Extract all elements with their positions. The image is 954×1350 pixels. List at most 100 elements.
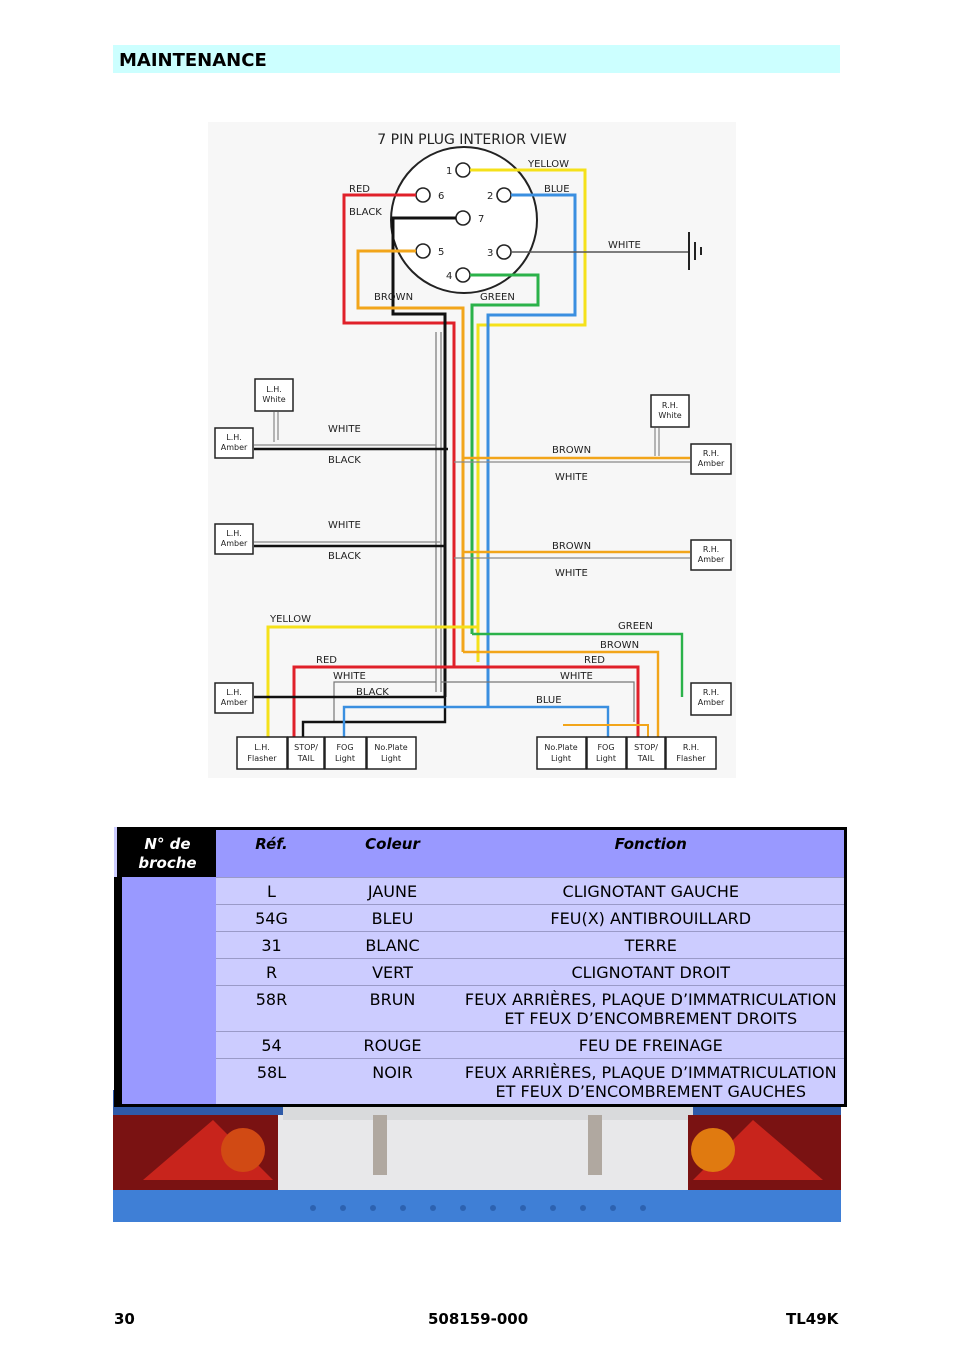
white-right-label: WHITE — [560, 671, 593, 682]
box-text: TAIL — [637, 754, 655, 763]
color-cell: JAUNE — [327, 877, 458, 905]
pin-num-2: 2 — [487, 191, 493, 202]
box-fog-r — [586, 736, 627, 770]
blue-label: BLUE — [536, 695, 562, 706]
color-cell: VERT — [327, 958, 458, 986]
box-text: L.H. — [266, 385, 281, 394]
lh-black-label-1: BLACK — [328, 455, 361, 466]
page-number: 30 — [114, 1310, 135, 1328]
function-cell: TERRE — [457, 931, 846, 959]
box-text: Amber — [698, 555, 725, 564]
box-text: No.Plate — [374, 743, 407, 752]
pin-6 — [415, 187, 431, 203]
pin-cell — [114, 904, 216, 932]
box-rh-flasher — [665, 736, 717, 770]
red-right-label: RED — [584, 655, 605, 666]
header-pin: N° de broche — [118, 828, 216, 878]
box-text: R.H. — [662, 401, 678, 410]
color-cell: NOIR — [327, 1058, 458, 1106]
lh-black-label-2: BLACK — [328, 551, 361, 562]
label-black: BLACK — [349, 207, 382, 218]
box-text: Amber — [698, 698, 725, 707]
box-text: L.H. — [254, 743, 269, 752]
box-text: Light — [551, 754, 571, 763]
pin-7 — [455, 210, 471, 226]
box-text: TAIL — [297, 754, 315, 763]
table-row: 54 ROUGE FEU DE FREINAGE — [114, 1031, 846, 1059]
box-text: White — [658, 411, 681, 420]
pin-num-5: 5 — [438, 247, 444, 258]
pin-num-4: 4 — [446, 271, 452, 282]
box-rh-white — [650, 394, 690, 428]
rh-brown-label-1: BROWN — [552, 445, 591, 456]
wiring-diagram: 7 PIN PLUG INTERIOR VIEW 1 2 3 4 5 6 7 Y… — [208, 122, 736, 778]
table-row: 54G BLEU FEU(X) ANTIBROUILLARD — [114, 904, 846, 932]
box-stop-tail-l — [287, 736, 325, 770]
box-text: L.H. — [226, 529, 241, 538]
doc-number: 508159-000 — [428, 1310, 529, 1328]
box-text: L.H. — [226, 433, 241, 442]
box-text: Amber — [221, 539, 248, 548]
function-cell: FEU(X) ANTIBROUILLARD — [457, 904, 846, 932]
box-text: FOG — [336, 743, 353, 752]
label-brown: BROWN — [374, 292, 413, 303]
box-stop-tail-r — [626, 736, 666, 770]
box-text: Light — [381, 754, 401, 763]
ref-cell: L — [215, 877, 328, 905]
yellow-wire — [470, 168, 587, 662]
label-yellow: YELLOW — [527, 159, 569, 170]
pin-cell — [114, 1058, 216, 1106]
diagram-title: 7 PIN PLUG INTERIOR VIEW — [377, 132, 567, 148]
box-text: Amber — [221, 698, 248, 707]
pin-5 — [415, 243, 431, 259]
red-left-label: RED — [316, 655, 337, 666]
header-ref: Réf. — [215, 828, 328, 878]
box-text: Light — [335, 754, 355, 763]
box-text: R.H. — [703, 449, 719, 458]
section-header-bar: MAINTENANCE — [113, 45, 840, 73]
green-label: GREEN — [618, 621, 653, 632]
ref-cell: 54G — [215, 904, 328, 932]
white-left-label: WHITE — [333, 671, 366, 682]
pin-num-3: 3 — [487, 248, 493, 259]
black-wire — [391, 216, 456, 697]
pin-num-1: 1 — [446, 166, 452, 177]
pin-cell — [114, 877, 216, 905]
wiring-diagram-svg: 7 PIN PLUG INTERIOR VIEW 1 2 3 4 5 6 7 Y… — [208, 122, 736, 778]
pin-cell — [114, 931, 216, 959]
label-green: GREEN — [480, 292, 515, 303]
box-plate-l — [366, 736, 417, 770]
function-cell: CLIGNOTANT GAUCHE — [457, 877, 846, 905]
color-cell: BRUN — [327, 985, 458, 1032]
box-text: R.H. — [703, 688, 719, 697]
box-rh-amber-2 — [690, 539, 732, 571]
ref-cell: 58R — [215, 985, 328, 1032]
table-header-row: N° de broche Réf. Coleur Fonction — [118, 828, 846, 878]
rh-white-label-1: WHITE — [555, 472, 588, 483]
box-text: STOP/ — [634, 743, 658, 752]
pin-2 — [496, 187, 512, 203]
box-lh-amber-2 — [214, 523, 254, 555]
function-cell: FEUX ARRIÈRES, PLAQUE D’IMMATRICULATION … — [457, 985, 846, 1032]
box-text: Amber — [221, 443, 248, 452]
black-left-label: BLACK — [356, 687, 389, 698]
box-text: R.H. — [683, 743, 699, 752]
pin-cell — [114, 1031, 216, 1059]
box-plate-r — [536, 736, 587, 770]
rh-white-label-2: WHITE — [555, 568, 588, 579]
ref-cell: 31 — [215, 931, 328, 959]
box-lh-amber-1 — [214, 427, 254, 459]
function-cell: FEU DE FREINAGE — [457, 1031, 846, 1059]
box-fog-l — [324, 736, 367, 770]
box-lh-white — [254, 378, 294, 412]
lh-white-label-2: WHITE — [328, 520, 361, 531]
pin-1 — [455, 162, 471, 178]
table-row: 31 BLANC TERRE — [114, 931, 846, 959]
header-function: Fonction — [457, 828, 846, 878]
box-text: No.Plate — [544, 743, 577, 752]
function-cell: FEUX ARRIÈRES, PLAQUE D’IMMATRICULATION … — [457, 1058, 846, 1106]
label-blue: BLUE — [544, 184, 570, 195]
brown-low-label: BROWN — [600, 640, 639, 651]
trailer-rear-photo — [113, 1090, 841, 1222]
box-lh-amber-3 — [214, 682, 254, 714]
